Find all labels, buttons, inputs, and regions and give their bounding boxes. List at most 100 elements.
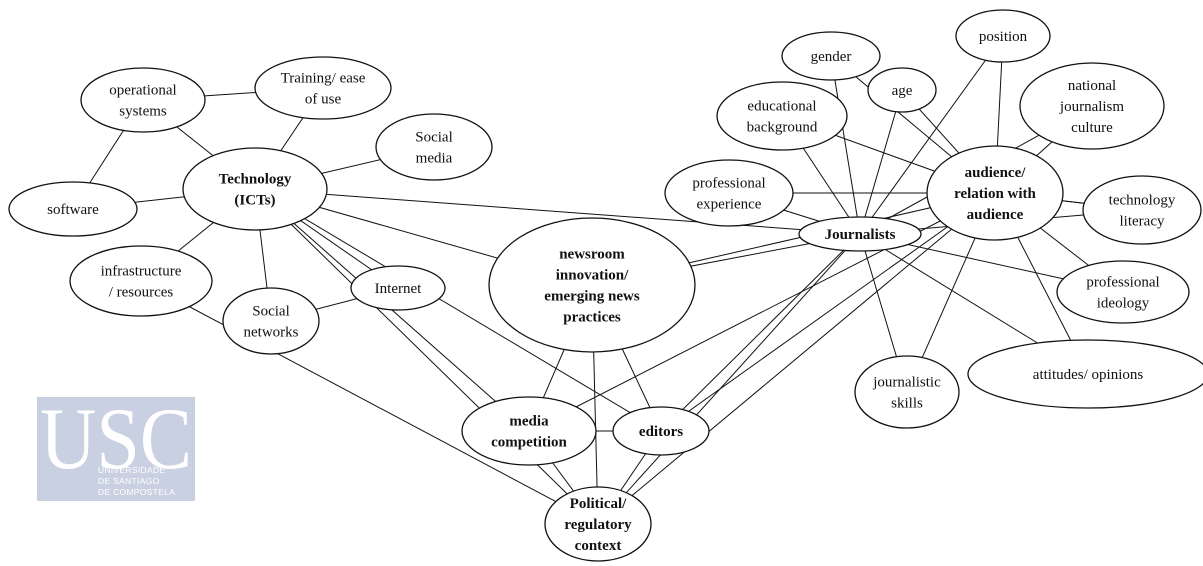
- node-training-label-line: of use: [305, 92, 342, 108]
- edge-technology-to-journalists: [254, 188, 861, 235]
- node-media-competition-ellipse: [461, 396, 597, 466]
- edge-journalists-to-political: [597, 233, 861, 525]
- node-political-label-line: regulatory: [564, 517, 632, 533]
- node-journalistic-skills-label-line: journalistic: [872, 375, 941, 391]
- node-gender-label-line: gender: [811, 49, 852, 65]
- edge-journalists-to-position: [859, 35, 1004, 235]
- node-operational-systems: operational systems: [80, 67, 206, 133]
- node-professional-ideology-label-line: ideology: [1097, 296, 1150, 312]
- node-national-culture-label-line: journalism: [1059, 99, 1124, 115]
- node-educational: educational background: [716, 81, 848, 151]
- node-journalists: Journalists: [798, 216, 922, 252]
- node-training-ellipse: [254, 56, 392, 120]
- node-professional-ideology: professional ideology: [1056, 260, 1190, 324]
- node-journalistic-skills: journalistic skills: [854, 355, 960, 429]
- node-gender: gender: [781, 31, 881, 81]
- node-software-ellipse: [8, 181, 138, 237]
- node-technology-ellipse: [182, 147, 328, 231]
- node-newsroom-label-line: practices: [563, 310, 621, 326]
- node-operational-systems-label-line: operational: [109, 83, 176, 99]
- node-audience-label-line: relation with: [954, 186, 1036, 202]
- node-media-competition-label-line: competition: [491, 435, 567, 451]
- node-infrastructure-ellipse: [69, 245, 213, 317]
- edge-audience-to-political: [597, 192, 996, 525]
- node-infrastructure: infrastructure / resources: [69, 245, 213, 317]
- node-attitudes-label-line: attitudes/ opinions: [1033, 367, 1144, 383]
- usc-logo-line1: UNIVERSIDADE: [98, 465, 165, 475]
- node-internet-ellipse: [350, 265, 446, 311]
- node-software: software: [8, 181, 138, 237]
- node-national-culture-label-line: culture: [1071, 120, 1113, 136]
- usc-logo-letters: USC: [40, 391, 192, 488]
- edge-journalists-to-age: [859, 89, 903, 235]
- node-media-competition-label-line: media: [509, 414, 549, 430]
- node-operational-systems-label-line: systems: [119, 104, 167, 120]
- node-journalistic-skills-ellipse: [854, 355, 960, 429]
- node-editors: editors: [612, 406, 710, 456]
- node-training-label-line: Training/ ease: [281, 71, 366, 87]
- node-audience-label-line: audience: [967, 207, 1024, 223]
- usc-logo-line2: DE SANTIAGO: [98, 476, 159, 486]
- node-educational-label-line: educational: [747, 99, 816, 115]
- node-position: position: [955, 9, 1051, 63]
- node-technology-literacy-label-line: technology: [1109, 193, 1176, 209]
- node-national-culture-label-line: national: [1068, 78, 1116, 94]
- node-social-media-ellipse: [375, 113, 493, 181]
- node-social-networks-ellipse: [222, 287, 320, 355]
- node-newsroom-label-line: newsroom: [559, 247, 625, 263]
- node-audience-label-line: audience/: [965, 165, 1027, 181]
- edge-technology-to-editors: [254, 188, 662, 432]
- node-operational-systems-ellipse: [80, 67, 206, 133]
- node-editors-ellipse: [612, 406, 710, 456]
- node-infrastructure-label-line: / resources: [109, 285, 174, 301]
- node-technology-literacy-ellipse: [1082, 175, 1202, 245]
- node-age: age: [867, 67, 937, 113]
- node-political-ellipse: [544, 486, 652, 562]
- node-age-ellipse: [867, 67, 937, 113]
- node-technology-label-line: Technology: [219, 172, 292, 188]
- node-journalists-ellipse: [798, 216, 922, 252]
- node-professional-experience-label-line: professional: [692, 176, 765, 192]
- node-social-networks-label-line: networks: [244, 325, 299, 341]
- edge-infrastructure-to-political: [140, 280, 599, 525]
- node-attitudes-ellipse: [967, 339, 1203, 409]
- node-gender-ellipse: [781, 31, 881, 81]
- node-newsroom-label-line: innovation/: [556, 268, 629, 284]
- node-national-culture-ellipse: [1019, 62, 1165, 150]
- node-attitudes: attitudes/ opinions: [967, 339, 1203, 409]
- node-journalistic-skills-label-line: skills: [891, 396, 923, 412]
- usc-logo-line3: DE COMPOSTELA: [98, 487, 175, 497]
- node-educational-label-line: background: [747, 120, 818, 136]
- node-age-label-line: age: [892, 83, 913, 99]
- node-newsroom-ellipse: [488, 217, 696, 353]
- node-social-networks-label-line: Social: [252, 304, 290, 320]
- node-national-culture: national journalism culture: [1019, 62, 1165, 150]
- node-political-label-line: Political/: [570, 496, 627, 512]
- node-professional-ideology-label-line: professional: [1086, 275, 1159, 291]
- node-social-media-label-line: Social: [415, 130, 453, 146]
- node-internet-label-line: Internet: [375, 281, 422, 297]
- edge-technology-to-political: [254, 188, 599, 525]
- node-internet: Internet: [350, 265, 446, 311]
- node-social-networks: Social networks: [222, 287, 320, 355]
- node-software-label-line: software: [47, 202, 99, 218]
- node-audience: audience/relation with audience: [926, 145, 1064, 241]
- node-social-media: Social media: [375, 113, 493, 181]
- edge-audience-to-editors: [660, 192, 996, 432]
- node-editors-label-line: editors: [639, 424, 683, 440]
- node-infrastructure-label-line: infrastructure: [101, 264, 182, 280]
- nodes-layer: operational systems Training/ ease of useTe…: [8, 9, 1203, 562]
- node-social-media-label-line: media: [416, 151, 453, 167]
- node-technology: Technology (ICTs): [182, 147, 328, 231]
- node-position-ellipse: [955, 9, 1051, 63]
- node-audience-ellipse: [926, 145, 1064, 241]
- node-technology-label-line: (ICTs): [234, 193, 275, 209]
- node-journalists-label-line: Journalists: [825, 227, 896, 243]
- node-professional-experience-ellipse: [664, 159, 794, 227]
